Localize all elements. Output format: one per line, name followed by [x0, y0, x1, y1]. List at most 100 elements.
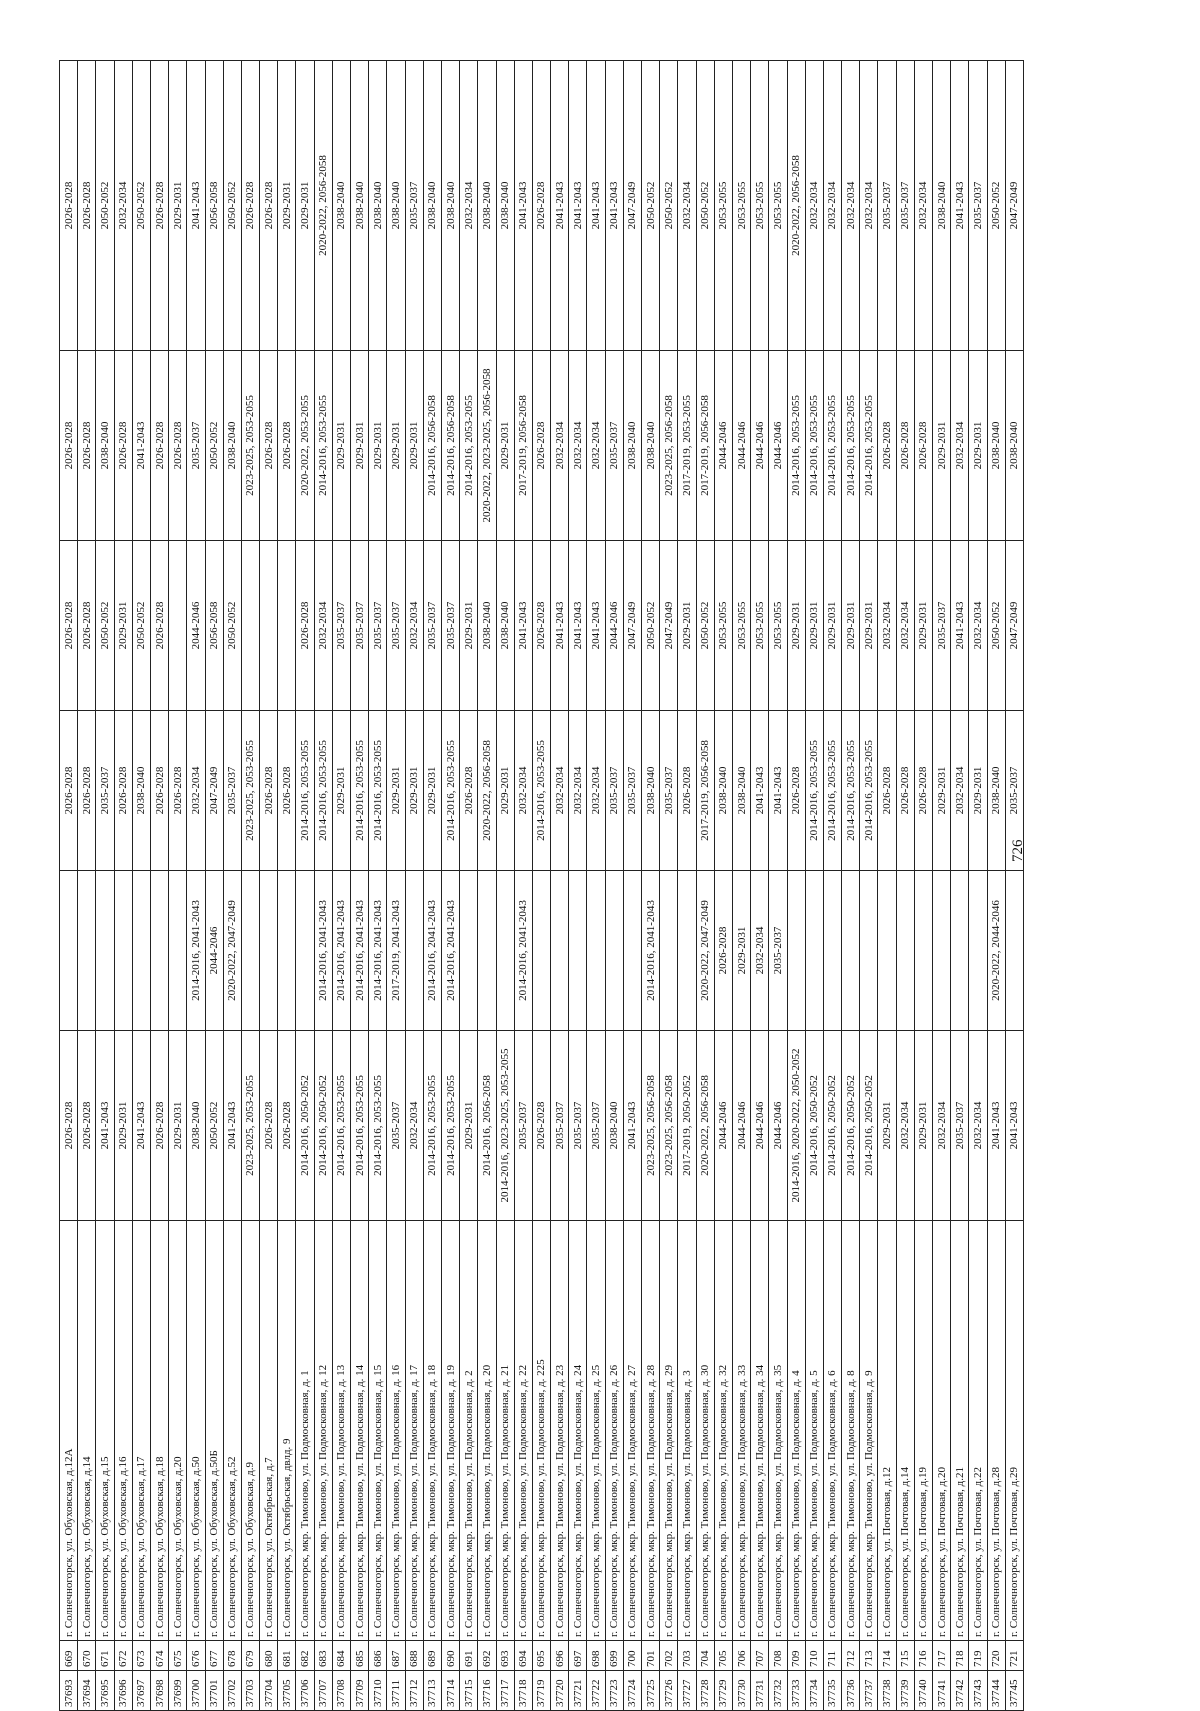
row-number-cell: 672	[114, 1640, 133, 1671]
period-cell-5: 2014-2016, 2056-2058	[441, 350, 460, 541]
period-cell-3: 2014-2016, 2053-2055	[859, 710, 878, 871]
row-number-cell: 688	[405, 1640, 424, 1671]
row-number-cell: 706	[732, 1640, 751, 1671]
period-cell-5: 2014-2016, 2053-2055	[787, 350, 806, 541]
row-number-cell: 707	[750, 1640, 769, 1671]
period-cell-6: 2038-2040	[368, 60, 387, 351]
period-cell-1: 2014-2016, 2020-2022, 2050-2052	[787, 1030, 806, 1221]
period-cell-2	[459, 870, 478, 1031]
period-cell-4: 2038-2040	[496, 540, 515, 711]
period-cell-4: 2026-2028	[150, 540, 169, 711]
period-cell-3: 2026-2028	[259, 710, 278, 871]
period-cell-2	[295, 870, 315, 1031]
address-cell: г. Солнечногорск, ул. Почтовая, д.20	[932, 1220, 951, 1641]
period-cell-2	[132, 870, 151, 1031]
period-cell-4: 2026-2028	[77, 540, 96, 711]
period-cell-1: 2041-2043	[223, 1030, 242, 1221]
period-cell-5: 2026-2028	[877, 350, 897, 541]
period-cell-1: 2014-2016, 2050-2052	[805, 1030, 824, 1221]
period-cell-2: 2020-2022, 2047-2049	[223, 870, 242, 1031]
period-cell-5: 2035-2037	[186, 350, 205, 541]
period-cell-1: 2035-2037	[586, 1030, 606, 1221]
address-cell: г. Солнечногорск, мкр. Тимоново, ул. Под…	[459, 1220, 478, 1641]
period-cell-4: 2029-2031	[677, 540, 697, 711]
period-cell-1: 2029-2031	[914, 1030, 933, 1221]
address-cell: г. Солнечногорск, мкр. Тимоново, ул. Под…	[605, 1220, 624, 1641]
period-cell-4: 2032-2034	[877, 540, 897, 711]
period-cell-3: 2035-2037	[95, 710, 115, 871]
period-cell-1: 2014-2016, 2050-2052	[314, 1030, 333, 1221]
period-cell-6: 2053-2055	[732, 60, 751, 351]
address-cell: г. Солнечногорск, мкр. Тимоново, ул. Под…	[696, 1220, 715, 1641]
address-cell: г. Солнечногорск, мкр. Тимоново, ул. Под…	[314, 1220, 333, 1641]
period-cell-1: 2014-2016, 2050-2052	[295, 1030, 315, 1221]
period-cell-2	[550, 870, 569, 1031]
period-cell-4: 2056-2058	[205, 540, 224, 711]
period-cell-5: 2026-2028	[168, 350, 187, 541]
period-cell-5: 2014-2016, 2053-2055	[841, 350, 860, 541]
row-id-cell: 37701	[205, 1670, 224, 1711]
row-number-cell: 695	[532, 1640, 551, 1671]
period-cell-5: 2029-2031	[368, 350, 387, 541]
period-cell-4: 2029-2031	[459, 540, 478, 711]
address-cell: г. Солнечногорск, мкр. Тимоново, ул. Под…	[386, 1220, 406, 1641]
period-cell-1: 2050-2052	[205, 1030, 224, 1221]
period-cell-1: 2014-2016, 2056-2058	[477, 1030, 496, 1221]
period-cell-3: 2032-2034	[568, 710, 587, 871]
period-cell-3: 2020-2022, 2056-2058	[477, 710, 496, 871]
period-cell-4: 2050-2052	[132, 540, 151, 711]
row-id-cell: 37745	[1005, 1670, 1024, 1711]
period-cell-1: 2014-2016, 2053-2055	[332, 1030, 351, 1221]
period-cell-5: 2017-2019, 2056-2058	[696, 350, 715, 541]
address-cell: г. Солнечногорск, мкр. Тимоново, ул. Под…	[423, 1220, 442, 1641]
address-cell: г. Солнечногорск, мкр. Тимоново, ул. Под…	[732, 1220, 751, 1641]
period-cell-3: 2023-2025, 2053-2055	[241, 710, 260, 871]
address-cell: г. Солнечногорск, ул. Обуховская, д.17	[132, 1220, 151, 1641]
row-id-cell: 37704	[259, 1670, 278, 1711]
period-cell-4: 2035-2037	[932, 540, 951, 711]
period-cell-6: 2029-2031	[295, 60, 315, 351]
period-cell-6: 2038-2040	[932, 60, 951, 351]
row-number-cell: 675	[168, 1640, 187, 1671]
row-number-cell: 709	[787, 1640, 806, 1671]
row-id-cell: 37742	[950, 1670, 969, 1711]
period-cell-6: 2041-2043	[186, 60, 205, 351]
row-number-cell: 710	[805, 1640, 824, 1671]
period-cell-6: 2032-2034	[841, 60, 860, 351]
period-cell-3: 2035-2037	[223, 710, 242, 871]
period-cell-2: 2014-2016, 2041-2043	[441, 870, 460, 1031]
address-cell: г. Солнечногорск, ул. Почтовая, д.29	[1005, 1220, 1024, 1641]
row-number-cell: 680	[259, 1640, 278, 1671]
period-cell-3: 2035-2037	[605, 710, 624, 871]
row-id-cell: 37720	[550, 1670, 569, 1711]
row-id-cell: 37738	[877, 1670, 897, 1711]
period-cell-6: 2032-2034	[859, 60, 878, 351]
row-id-cell: 37722	[586, 1670, 606, 1711]
period-cell-4: 2050-2052	[987, 540, 1006, 711]
address-cell: г. Солнечногорск, ул. Обуховская, д.12А	[59, 1220, 78, 1641]
period-cell-3: 2014-2016, 2053-2055	[295, 710, 315, 871]
period-cell-1: 2023-2025, 2056-2058	[641, 1030, 660, 1221]
period-cell-6: 2026-2028	[77, 60, 96, 351]
row-number-cell: 678	[223, 1640, 242, 1671]
period-cell-5: 2026-2028	[896, 350, 915, 541]
period-cell-2	[532, 870, 551, 1031]
period-cell-5: 2044-2046	[732, 350, 751, 541]
period-cell-2: 2017-2019, 2041-2043	[386, 870, 406, 1031]
period-cell-4: 2047-2049	[1005, 540, 1024, 711]
row-number-cell: 674	[150, 1640, 169, 1671]
address-cell: г. Солнечногорск, мкр. Тимоново, ул. Под…	[477, 1220, 496, 1641]
row-number-cell: 691	[459, 1640, 478, 1671]
period-cell-4: 2047-2049	[659, 540, 678, 711]
